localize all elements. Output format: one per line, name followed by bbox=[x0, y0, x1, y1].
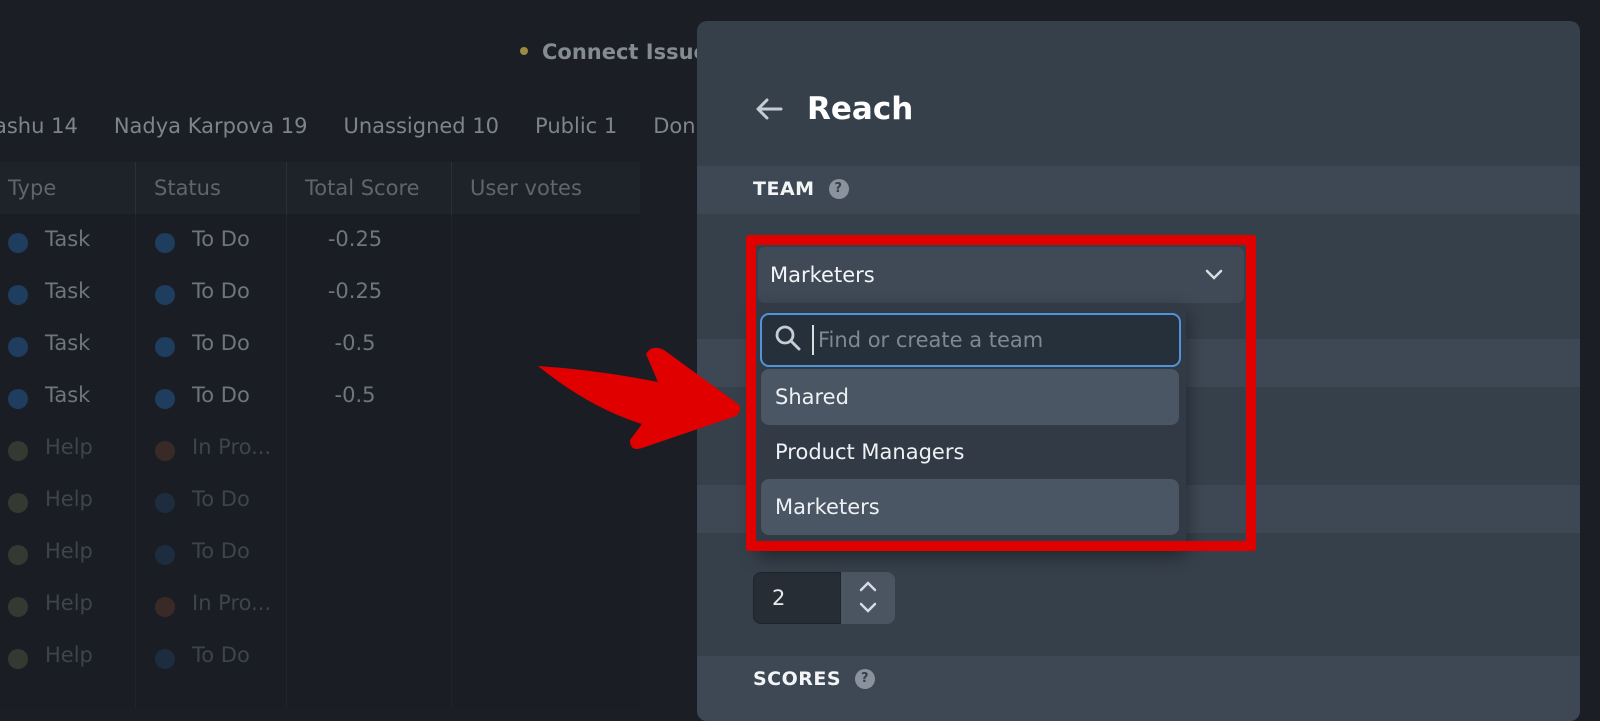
chevron-down-icon[interactable] bbox=[858, 598, 878, 620]
type-status-dot-icon bbox=[8, 285, 28, 305]
filter-tab[interactable]: ashu 14 bbox=[0, 114, 78, 138]
filter-tab[interactable]: Nadya Karpova 19 bbox=[113, 114, 308, 138]
cell-total-score: -0.5 bbox=[334, 331, 376, 355]
panel-title: Reach bbox=[807, 91, 914, 127]
status-dot-icon bbox=[155, 649, 175, 669]
table-row[interactable]: Help In Pro... bbox=[0, 422, 640, 475]
cell-type: Help bbox=[45, 487, 93, 511]
cell-total-score: -0.25 bbox=[327, 227, 383, 251]
type-status-dot-icon bbox=[8, 649, 28, 669]
cell-type: Task bbox=[45, 383, 91, 407]
team-option-shared[interactable]: Shared bbox=[761, 369, 1179, 425]
type-status-dot-icon bbox=[8, 441, 28, 461]
status-dot-icon bbox=[155, 337, 175, 357]
cell-type: Help bbox=[45, 591, 93, 615]
cell-status: To Do bbox=[192, 279, 250, 303]
table-row[interactable]: Help To Do bbox=[0, 630, 640, 683]
status-dot-icon bbox=[155, 597, 175, 617]
chevron-down-icon[interactable] bbox=[1204, 265, 1224, 286]
column-header-status[interactable]: Status bbox=[135, 162, 221, 214]
team-select-value: Marketers bbox=[770, 263, 875, 287]
cell-type: Task bbox=[45, 227, 91, 251]
table-header: Type Status Total Score User votes bbox=[0, 162, 640, 214]
column-divider bbox=[135, 214, 136, 708]
cell-status: To Do bbox=[192, 331, 250, 355]
cell-status: To Do bbox=[192, 227, 250, 251]
type-status-dot-icon bbox=[8, 389, 28, 409]
help-icon[interactable]: ? bbox=[828, 179, 849, 199]
type-status-dot-icon bbox=[8, 233, 28, 253]
cell-type: Task bbox=[45, 331, 91, 355]
back-arrow-icon[interactable] bbox=[753, 93, 785, 125]
type-status-dot-icon bbox=[8, 493, 28, 513]
scores-section-label: SCORES ? bbox=[753, 668, 876, 690]
team-search-input[interactable] bbox=[812, 325, 1160, 355]
column-divider bbox=[451, 214, 452, 708]
scores-section-title: SCORES bbox=[753, 668, 842, 690]
filter-tab[interactable]: Don bbox=[653, 114, 696, 138]
chevron-up-icon[interactable] bbox=[858, 576, 878, 598]
filter-tab[interactable]: Unassigned 10 bbox=[343, 114, 500, 138]
connect-issue-label: Connect Issue bbox=[542, 40, 708, 64]
table-row[interactable]: Help In Pro... bbox=[0, 578, 640, 631]
scores-section-bar: SCORES ? bbox=[697, 656, 1580, 721]
team-section-bar: TEAM ? bbox=[697, 166, 1580, 214]
cell-total-score: -0.25 bbox=[327, 279, 383, 303]
table-row[interactable]: Task To Do -0.5 bbox=[0, 370, 640, 423]
type-status-dot-icon bbox=[8, 545, 28, 565]
cell-status: To Do bbox=[192, 383, 250, 407]
cell-total-score: -0.5 bbox=[334, 383, 376, 407]
column-header-user-votes[interactable]: User votes bbox=[451, 162, 582, 214]
team-option-product-managers[interactable]: Product Managers bbox=[775, 440, 965, 464]
help-icon[interactable]: ? bbox=[855, 669, 876, 689]
team-search-box bbox=[760, 313, 1181, 367]
cell-status: To Do bbox=[192, 643, 250, 667]
status-dot-icon bbox=[520, 47, 528, 55]
team-select[interactable]: Marketers bbox=[758, 247, 1244, 303]
status-dot-icon bbox=[155, 233, 175, 253]
team-section-title: TEAM bbox=[753, 178, 815, 200]
column-header-type[interactable]: Type bbox=[8, 176, 57, 200]
table-row[interactable]: Task To Do -0.25 bbox=[0, 214, 640, 267]
status-dot-icon bbox=[155, 285, 175, 305]
column-header-total-score[interactable]: Total Score bbox=[286, 162, 420, 214]
cell-type: Task bbox=[45, 279, 91, 303]
filter-tab[interactable]: Public 1 bbox=[535, 114, 618, 138]
cell-status: To Do bbox=[192, 539, 250, 563]
stepper-value[interactable]: 2 bbox=[753, 572, 841, 624]
table-row[interactable]: Help To Do bbox=[0, 474, 640, 527]
table-row[interactable]: Task To Do -0.25 bbox=[0, 266, 640, 319]
cell-type: Help bbox=[45, 435, 93, 459]
table-row[interactable]: Task To Do -0.5 bbox=[0, 318, 640, 371]
connect-issue-link[interactable]: Connect Issue bbox=[520, 40, 708, 64]
cell-status: In Pro... bbox=[192, 435, 272, 459]
team-dropdown: Shared Product Managers Marketers bbox=[756, 303, 1186, 548]
cell-type: Help bbox=[45, 643, 93, 667]
search-icon bbox=[774, 324, 802, 356]
table-row[interactable]: Help To Do bbox=[0, 526, 640, 579]
quantity-stepper: 2 bbox=[753, 572, 895, 624]
column-divider bbox=[286, 214, 287, 708]
cell-type: Help bbox=[45, 539, 93, 563]
status-dot-icon bbox=[155, 545, 175, 565]
type-status-dot-icon bbox=[8, 337, 28, 357]
status-dot-icon bbox=[155, 493, 175, 513]
type-status-dot-icon bbox=[8, 597, 28, 617]
panel-header: Reach bbox=[753, 91, 913, 127]
status-dot-icon bbox=[155, 441, 175, 461]
cell-status: In Pro... bbox=[192, 591, 272, 615]
status-dot-icon bbox=[155, 389, 175, 409]
team-section-label: TEAM ? bbox=[753, 178, 849, 200]
stepper-buttons bbox=[841, 572, 895, 624]
team-option-marketers[interactable]: Marketers bbox=[761, 479, 1179, 535]
assignee-filters: ashu 14 Nadya Karpova 19 Unassigned 10 P… bbox=[0, 114, 696, 148]
cell-status: To Do bbox=[192, 487, 250, 511]
